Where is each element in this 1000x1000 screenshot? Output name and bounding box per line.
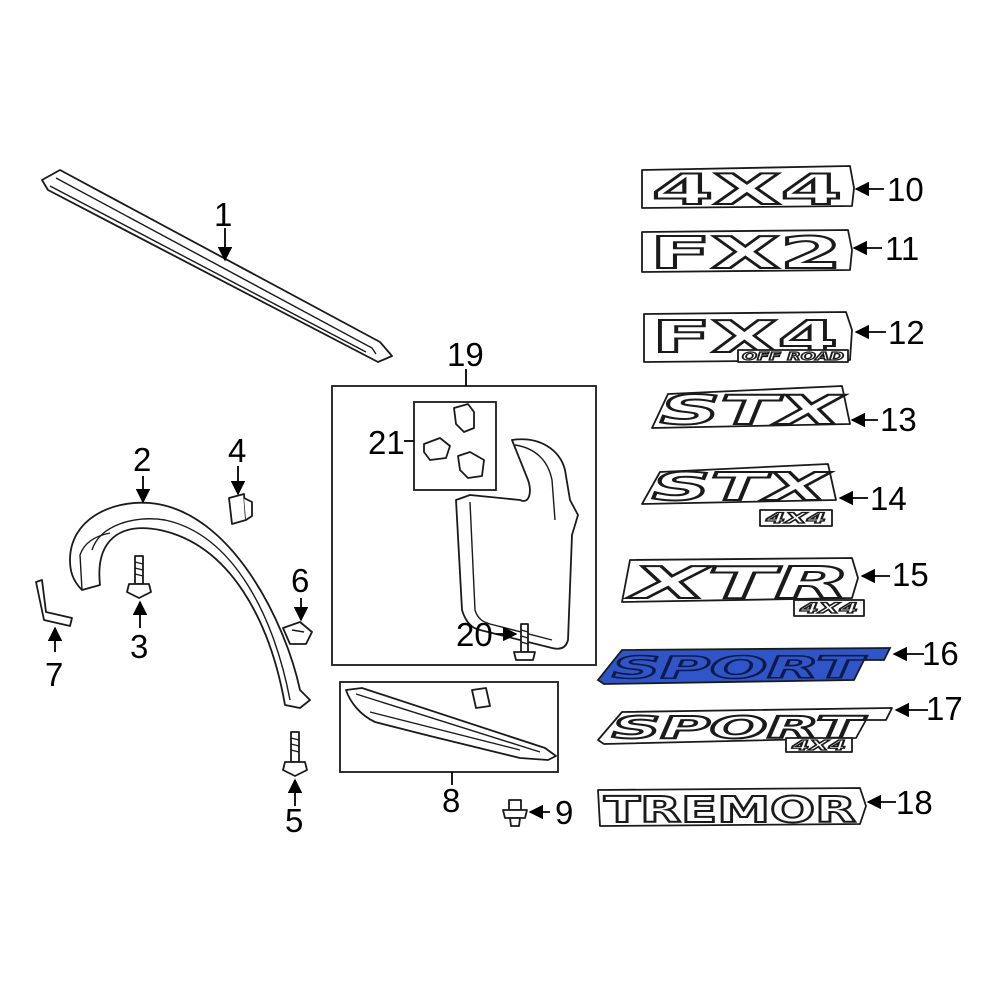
part-15-badge-xtr[interactable]: XTR 4X4 15 bbox=[621, 556, 929, 618]
badge-14-sub-text: 4X4 bbox=[764, 511, 826, 527]
callout-12: 12 bbox=[888, 314, 925, 351]
part-3-bolt[interactable]: 3 bbox=[126, 555, 152, 665]
callout-15: 15 bbox=[892, 556, 929, 593]
part-13-badge-stx[interactable]: STX 13 bbox=[651, 385, 917, 438]
callout-4: 4 bbox=[228, 432, 246, 469]
callout-13: 13 bbox=[880, 401, 917, 438]
badge-10-text: 4X4 bbox=[652, 165, 842, 214]
callout-10: 10 bbox=[887, 171, 924, 208]
part-7-bracket[interactable]: 7 bbox=[35, 579, 73, 693]
badge-12-sub-text: OFF ROAD bbox=[742, 350, 844, 363]
part-20-screw[interactable]: 20 bbox=[456, 616, 536, 661]
part-16-badge-sport-highlighted[interactable]: SPORT 16 bbox=[596, 635, 959, 687]
part-19-mud-flap-kit[interactable]: 19 21 20 bbox=[331, 336, 597, 666]
badge-13-text: STX bbox=[660, 388, 847, 434]
part-4-clip[interactable]: 4 bbox=[228, 432, 253, 525]
callout-5: 5 bbox=[285, 802, 303, 839]
badge-18-text: TREMOR bbox=[604, 790, 856, 831]
badge-14-main-text: STX bbox=[652, 465, 832, 509]
callout-2: 2 bbox=[133, 441, 151, 478]
badge-17-sub-text: 4X4 bbox=[790, 739, 846, 754]
callout-20: 20 bbox=[456, 616, 493, 653]
callout-11: 11 bbox=[885, 230, 919, 267]
part-12-badge-fx4[interactable]: FX4 OFF ROAD 12 bbox=[643, 311, 925, 364]
callout-9: 9 bbox=[555, 794, 573, 831]
part-11-badge-fx2[interactable]: FX2 11 bbox=[641, 227, 919, 280]
callout-1: 1 bbox=[214, 196, 232, 233]
part-8-splash-shield[interactable]: 8 bbox=[339, 681, 559, 819]
callout-14: 14 bbox=[870, 480, 907, 517]
part-9-push-pin[interactable]: 9 bbox=[502, 794, 573, 831]
part-5-bolt[interactable]: 5 bbox=[282, 731, 308, 839]
part-18-badge-tremor[interactable]: TREMOR 18 bbox=[597, 784, 933, 832]
badge-15-sub-text: 4X4 bbox=[798, 601, 858, 617]
part-10-badge-4x4[interactable]: 4X4 10 bbox=[641, 164, 924, 215]
callout-18: 18 bbox=[896, 784, 933, 821]
part-2-fender-flare[interactable]: 2 bbox=[69, 441, 311, 709]
callout-7: 7 bbox=[45, 656, 63, 693]
part-1-molding-strip[interactable]: 1 bbox=[41, 169, 393, 363]
callout-6: 6 bbox=[291, 562, 309, 599]
callout-3: 3 bbox=[130, 628, 148, 665]
callout-19: 19 bbox=[447, 336, 484, 373]
callout-16: 16 bbox=[922, 635, 959, 672]
part-14-badge-stx-4x4[interactable]: STX 4X4 14 bbox=[641, 463, 907, 528]
callout-21: 21 bbox=[368, 424, 405, 461]
part-6-nut-clip[interactable]: 6 bbox=[282, 562, 313, 645]
badge-16-text: SPORT bbox=[612, 651, 868, 686]
callout-17: 17 bbox=[926, 690, 963, 727]
part-17-badge-sport-4x4[interactable]: SPORT 4X4 17 bbox=[597, 690, 963, 755]
callout-8: 8 bbox=[442, 782, 460, 819]
badge-11-text: FX2 bbox=[650, 228, 842, 279]
